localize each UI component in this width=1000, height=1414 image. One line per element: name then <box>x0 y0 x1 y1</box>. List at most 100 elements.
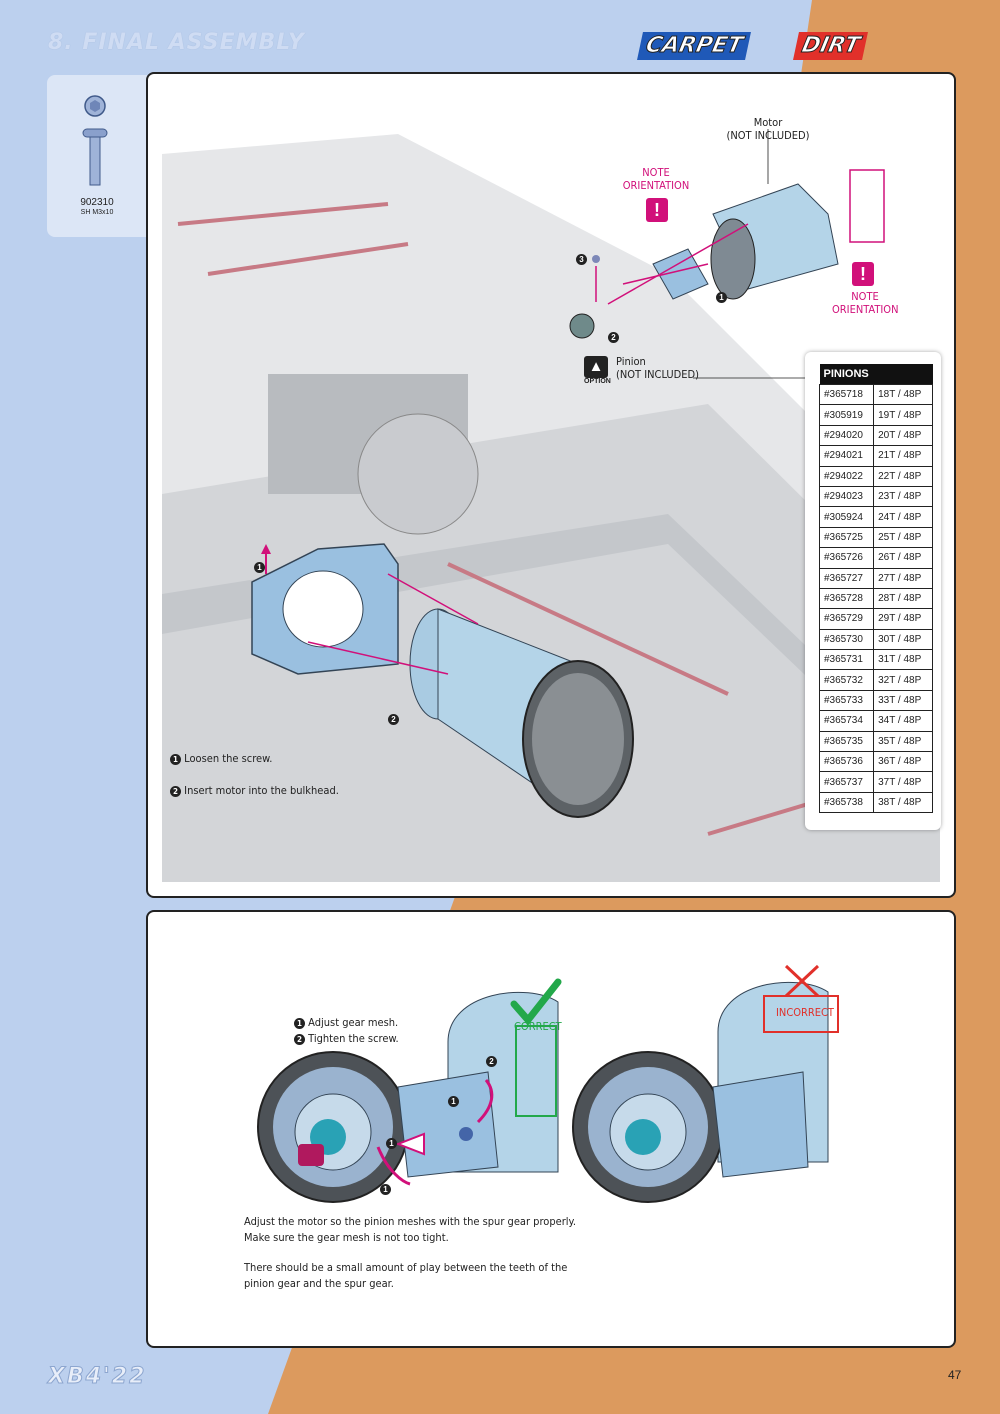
pinions-header: PINIONS <box>819 364 933 385</box>
pinion-part-number: #365729 <box>818 608 875 630</box>
callout-2: 2 <box>388 714 399 725</box>
callout-2: 2 <box>486 1056 497 1067</box>
pinion-part-number: #365727 <box>818 567 875 589</box>
pinion-label: Pinion (NOT INCLUDED) <box>616 355 700 381</box>
pinion-size: 25T / 48P <box>873 526 933 549</box>
step-panel-gear-mesh: 1 Adjust gear mesh. 2 Tighten the screw.… <box>146 910 956 1348</box>
pinion-part-number: #365736 <box>818 751 875 773</box>
incorrect-label: INCORRECT <box>776 1006 834 1019</box>
callout-1: 1 <box>254 562 265 573</box>
pinion-part-number: #365728 <box>818 587 875 610</box>
pinion-size: 18T / 48P <box>873 383 933 406</box>
pinion-size: 34T / 48P <box>873 710 933 732</box>
pinion-part-number: #365735 <box>818 730 875 753</box>
pinion-size: 36T / 48P <box>873 751 933 773</box>
pinion-size: 32T / 48P <box>873 669 933 691</box>
pinion-part-number: #365730 <box>818 628 875 651</box>
pinion-size: 28T / 48P <box>873 587 933 610</box>
pinion-part-number: #365734 <box>818 710 875 732</box>
thumbs-up-icon: ▲ <box>584 356 608 378</box>
pinion-part-number: #365732 <box>818 669 875 691</box>
callout-2: 2 <box>608 332 619 343</box>
model-logo: XB4'22 <box>47 1364 147 1390</box>
pinion-size: 22T / 48P <box>873 465 933 487</box>
gear-mesh-note: Adjust the motor so the pinion meshes wi… <box>244 1215 576 1290</box>
warning-icon: ! <box>852 262 874 286</box>
instruction-1: 1 Loosen the screw. <box>170 752 272 765</box>
pinion-size: 30T / 48P <box>873 628 933 651</box>
gear-mesh-illustration <box>257 964 839 1203</box>
gear-instruction-2: 2 Tighten the screw. <box>294 1032 399 1045</box>
warning-icon: ! <box>646 198 668 222</box>
part-box: 902310 SH M3x10 <box>47 75 147 237</box>
pinion-size: 27T / 48P <box>873 567 933 589</box>
pinion-part-number: #365731 <box>818 649 875 671</box>
pinion-size: 31T / 48P <box>873 649 933 671</box>
pinion-size: 21T / 48P <box>873 445 933 467</box>
part-code: 902310 <box>80 197 114 208</box>
pinion-part-number: #365733 <box>818 689 875 712</box>
callout-1: 1 <box>380 1184 391 1195</box>
motor-label: Motor (NOT INCLUDED) <box>726 116 810 142</box>
instruction-2: 2 Insert motor into the bulkhead. <box>170 784 339 797</box>
pinion-size: 33T / 48P <box>873 689 933 712</box>
carpet-badge: CARPET <box>637 32 752 60</box>
pinion-part-number: #305919 <box>818 404 875 426</box>
pinion-part-number: #365718 <box>818 383 875 406</box>
pinion-part-number: #365725 <box>818 526 875 549</box>
pinion-part-number: #365738 <box>818 791 875 814</box>
pinion-part-number: #294020 <box>818 424 875 447</box>
correct-label: CORRECT <box>514 1020 562 1033</box>
dirt-badge: DIRT <box>793 32 869 60</box>
pinion-size: 19T / 48P <box>873 404 933 426</box>
pinion-size: 38T / 48P <box>873 791 933 814</box>
pinion-size: 23T / 48P <box>873 485 933 508</box>
page-number: 47 <box>948 1368 962 1382</box>
callout-1: 1 <box>448 1096 459 1107</box>
pinion-part-number: #365726 <box>818 547 875 569</box>
option-badge: ▲ OPTION <box>584 356 611 385</box>
pinion-size: 35T / 48P <box>873 730 933 753</box>
chassis-illustration <box>162 129 940 882</box>
screw-icon <box>82 95 108 186</box>
pinion-part-number: #305924 <box>818 506 875 528</box>
note-orientation-right: NOTE ORIENTATION <box>832 290 899 316</box>
pinion-part-number: #294022 <box>818 465 875 487</box>
section-title: 8. FINAL ASSEMBLY <box>48 30 305 55</box>
pinion-size: 37T / 48P <box>873 771 933 793</box>
pinion-size: 20T / 48P <box>873 424 933 447</box>
callout-1: 1 <box>716 292 727 303</box>
pinion-size: 26T / 48P <box>873 547 933 569</box>
pinion-size: 29T / 48P <box>873 608 933 630</box>
note-orientation-left: NOTE ORIENTATION <box>622 166 690 192</box>
pinion-part-number: #294023 <box>818 485 875 508</box>
part-description: SH M3x10 <box>80 209 114 216</box>
pinion-size: 24T / 48P <box>873 506 933 528</box>
callout-3: 3 <box>576 254 587 265</box>
gear-instruction-1: 1 Adjust gear mesh. <box>294 1016 398 1029</box>
pinion-part-number: #294021 <box>818 445 875 467</box>
callout-1: 1 <box>386 1138 397 1149</box>
